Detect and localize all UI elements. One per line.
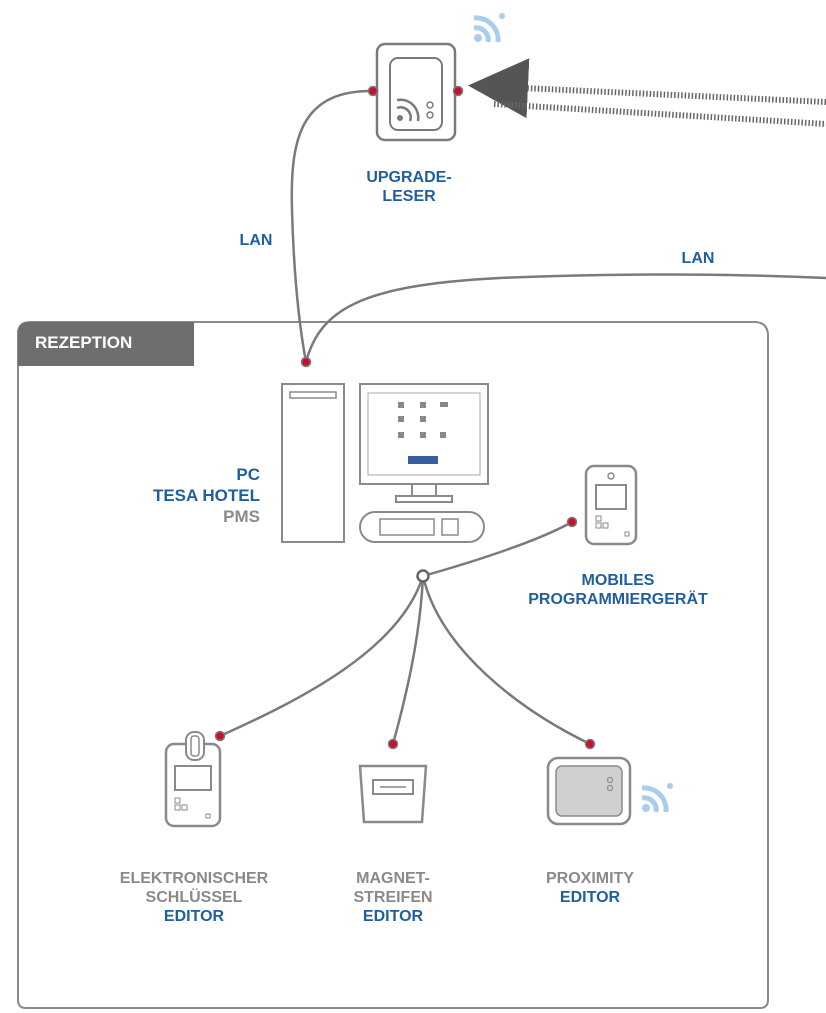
- upgrade-reader-line2: LESER: [382, 188, 436, 205]
- keyboard-icon: [359, 511, 485, 543]
- upgrade-reader-label: UPGRADE- LESER: [354, 168, 464, 206]
- key-editor-line1: ELEKTRONISCHER: [119, 870, 269, 887]
- pc-tower-icon: [281, 356, 345, 543]
- cable-proximity: [421, 575, 591, 746]
- proximity-editor-label: PROXIMITY EDITOR: [520, 869, 660, 907]
- magstripe-line1: MAGNET-: [356, 870, 430, 887]
- magstripe-line2: STREIFEN: [353, 889, 433, 906]
- mobile-label-line2: PROGRAMMIERGERÄT: [528, 591, 708, 608]
- upgrade-reader-line1: UPGRADE-: [366, 169, 452, 186]
- key-editor-icon: [164, 730, 226, 828]
- cable-mobile: [422, 520, 573, 578]
- lan-label-left: LAN: [239, 232, 273, 249]
- mobile-programmer-label: MOBILES PROGRAMMIERGERÄT: [490, 571, 746, 609]
- pc-label-line2: TESA HOTEL: [152, 486, 260, 505]
- lan-cable-reader: [290, 89, 374, 363]
- key-editor-line2: SCHLÜSSEL: [145, 889, 243, 906]
- pc-label-line1: PC: [236, 465, 260, 484]
- pc-label-line3: PMS: [223, 507, 260, 526]
- magstripe-line3: EDITOR: [362, 908, 424, 925]
- reception-label: REZEPTION: [35, 333, 133, 352]
- wifi-icon: [473, 13, 505, 43]
- lan-cable-external: [304, 273, 826, 363]
- cable-magstripe: [391, 575, 425, 745]
- cable-key-editor: [219, 575, 425, 738]
- pc-label: PC TESA HOTEL PMS: [120, 464, 260, 527]
- key-editor-label: ELEKTRONISCHER SCHLÜSSEL EDITOR: [84, 869, 304, 926]
- dotted-arrow-in: [468, 58, 826, 119]
- monitor-icon: [359, 383, 489, 503]
- proximity-line2: EDITOR: [559, 889, 621, 906]
- lan-label-right: LAN: [681, 250, 715, 267]
- mobile-label-line1: MOBILES: [581, 572, 655, 589]
- mobile-programmer-icon: [566, 464, 638, 546]
- wifi-icon: [641, 783, 673, 813]
- reception-tab: [18, 322, 194, 366]
- reader-device-icon: [367, 42, 464, 142]
- proximity-editor-icon: [546, 738, 632, 826]
- key-editor-line3: EDITOR: [163, 908, 225, 925]
- proximity-line1: PROXIMITY: [545, 870, 634, 887]
- hub-icon: [416, 569, 430, 583]
- dotted-line-out: [493, 101, 826, 127]
- magstripe-editor-icon: [358, 738, 428, 824]
- magstripe-editor-label: MAGNET- STREIFEN EDITOR: [330, 869, 456, 926]
